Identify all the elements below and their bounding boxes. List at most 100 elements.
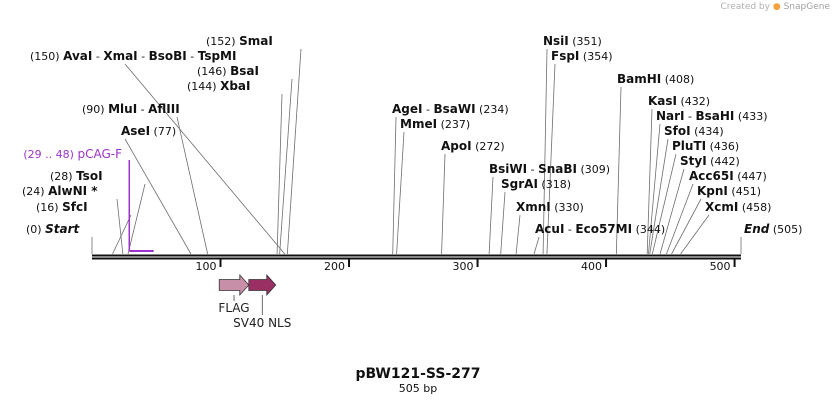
enzyme-name: End [744, 222, 770, 236]
primer-annotation: (29 .. 48) pCAG-F [23, 147, 154, 252]
site-leader-line [680, 214, 710, 255]
enzyme-name: MmeI [400, 117, 437, 131]
site-label: (152) SmaI [206, 34, 273, 48]
site-label: (146) BsaI [197, 64, 259, 78]
site-leader-line [533, 236, 540, 255]
site-labels: (0) Start(16) SfcI(24) AlwNI *(28) TsoIA… [22, 34, 802, 236]
site-leader-line [124, 63, 286, 255]
site-position: (309) [580, 163, 610, 176]
primer-name: pCAG-F [77, 147, 122, 161]
site-position: (442) [710, 155, 740, 168]
site-label: MmeI (237) [400, 117, 470, 131]
site-position: (354) [583, 50, 613, 63]
site-label: BamHI (408) [617, 72, 694, 86]
site-leader-line [671, 198, 702, 255]
site-label: AseI (77) [121, 124, 176, 138]
site-leader-line [651, 153, 677, 255]
site-label: AgeI - BsaWI (234) [392, 102, 509, 116]
site-label: NarI - BsaHI (433) [656, 109, 768, 123]
site-label: BsiWI - SnaBI (309) [489, 162, 610, 176]
separator: - [422, 103, 433, 116]
site-position: (16) [36, 201, 59, 214]
enzyme-name: AseI [121, 124, 150, 138]
site-position: (237) [441, 118, 471, 131]
site-leader-line [392, 116, 397, 255]
site-leader-line [488, 176, 494, 255]
enzyme-name: BsiWI [489, 162, 527, 176]
enzyme-name: AflIII [148, 102, 180, 116]
feature-arrow [218, 273, 250, 297]
axis-tick-label: 200 [324, 260, 345, 273]
site-position: (408) [665, 73, 695, 86]
site-leader-line [546, 63, 556, 255]
site-leader-line [646, 108, 653, 255]
credit-prefix: Created by [720, 2, 770, 12]
enzyme-name: AvaI [63, 49, 92, 63]
site-label: (16) SfcI [36, 200, 88, 214]
snapgene-logo-icon: ● [772, 2, 781, 12]
plasmid-name: pBW121-SS-277 [356, 366, 481, 382]
site-position: (318) [541, 178, 571, 191]
site-position: (0) [26, 223, 42, 236]
enzyme-name: KasI [648, 94, 677, 108]
enzyme-name: SgrAI [501, 177, 538, 191]
site-label: SfoI (434) [664, 124, 724, 138]
site-leader-line [124, 138, 192, 255]
enzyme-name: KpnI [697, 184, 728, 198]
axis-tick-label: 100 [196, 260, 217, 273]
site-position: (451) [731, 185, 761, 198]
snapgene-credit: Created by ● SnapGene [720, 2, 830, 12]
site-position: (152) [206, 35, 236, 48]
enzyme-name: NsiI [543, 34, 569, 48]
site-label: XmnI (330) [516, 200, 584, 214]
enzyme-name: SfcI [62, 200, 87, 214]
separator: - [527, 163, 538, 176]
site-leader-lines [91, 48, 742, 255]
site-position: (436) [710, 140, 740, 153]
site-leader-line [648, 123, 661, 255]
site-leader-line [441, 153, 446, 255]
site-leader-line [659, 168, 685, 255]
site-label: (90) MluI - AflIII [82, 102, 180, 116]
separator: - [187, 50, 198, 63]
axis-tick-label: 300 [453, 260, 474, 273]
site-position: (146) [197, 65, 227, 78]
separator: - [92, 50, 103, 63]
site-position: (24) [22, 185, 45, 198]
axis-tick-label: 400 [581, 260, 602, 273]
site-position: (351) [572, 35, 602, 48]
enzyme-name: TspMI [198, 49, 237, 63]
site-position: (434) [694, 125, 724, 138]
site-label: StyI (442) [680, 154, 740, 168]
enzyme-name: BamHI [617, 72, 661, 86]
site-position: (505) [773, 223, 803, 236]
enzyme-name: AcuI [535, 222, 564, 236]
site-leader-line [116, 198, 124, 255]
site-leader-line [666, 183, 694, 255]
site-label: (0) Start [26, 222, 80, 236]
enzyme-name: SnaBI [538, 162, 577, 176]
enzyme-name: StyI [680, 154, 707, 168]
site-leader-line [286, 48, 302, 255]
site-label: AcuI - Eco57MI (344) [535, 222, 665, 236]
site-position: (330) [554, 201, 584, 214]
site-position: (144) [187, 80, 217, 93]
site-label: PluTI (436) [672, 139, 739, 153]
site-position: (433) [738, 110, 768, 123]
feature-arrow [248, 273, 277, 297]
site-position: (344) [636, 223, 666, 236]
site-label: FspI (354) [551, 49, 613, 63]
site-label: SgrAI (318) [501, 177, 571, 191]
primer-range: (29 .. 48) [23, 148, 74, 161]
site-position: (458) [742, 201, 772, 214]
site-label: (150) AvaI - XmaI - BsoBI - TspMI [30, 49, 236, 63]
site-leader-line [542, 48, 548, 255]
site-label: (28) TsoI [50, 169, 103, 183]
site-position: (77) [154, 125, 177, 138]
site-position: (447) [737, 170, 767, 183]
site-position: (90) [82, 103, 105, 116]
enzyme-name: BsaI [230, 64, 259, 78]
separator: - [138, 50, 149, 63]
